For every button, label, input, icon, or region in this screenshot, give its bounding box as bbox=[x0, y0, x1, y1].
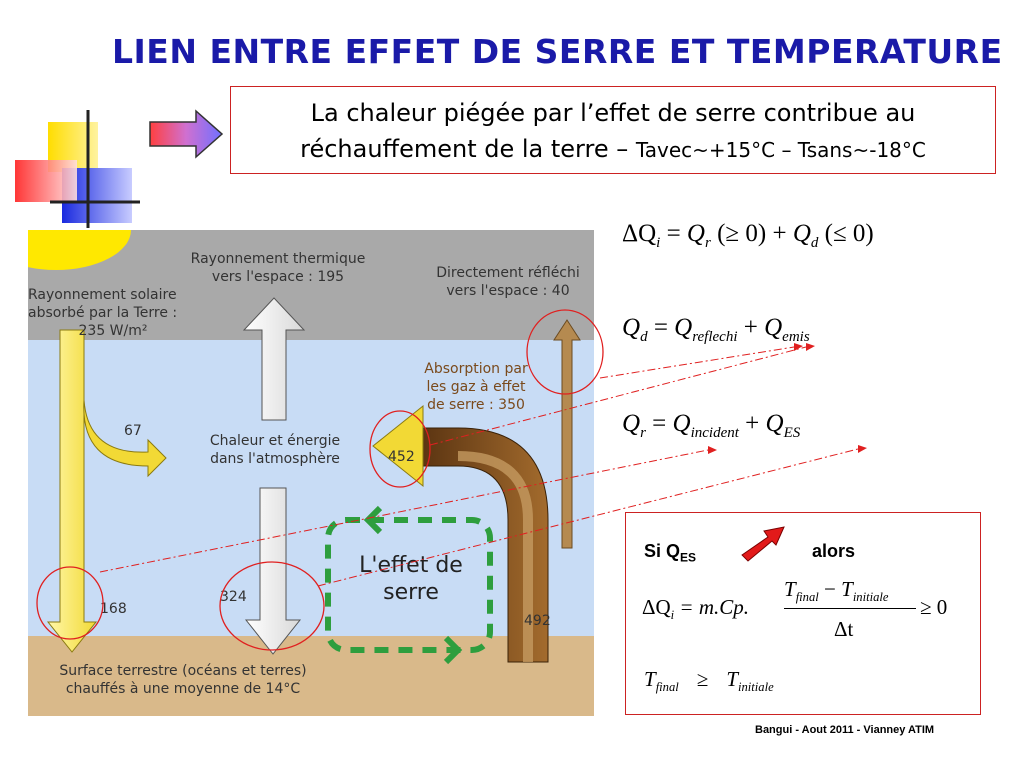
inequality-temperature: Tfinal≥Tinitiale bbox=[644, 667, 774, 695]
callout-box: La chaleur piégée par l’effet de serre c… bbox=[230, 86, 996, 174]
equation-qr: Qr = Qincident + QES bbox=[622, 410, 801, 441]
equation-delta-q: ΔQi = Qr (≥ 0) + Qd (≤ 0) bbox=[622, 220, 874, 251]
value-492: 492 bbox=[524, 613, 551, 629]
fraction-bar bbox=[784, 608, 916, 609]
decorative-squares bbox=[15, 110, 140, 228]
callout-line-2: réchauffement de la terre – Tavec~+15°C … bbox=[231, 131, 995, 168]
formula-ge-zero: ≥ 0 bbox=[920, 595, 948, 619]
formula-numerator: Tfinal − Tinitiale bbox=[784, 577, 889, 605]
condition-label: Si QES bbox=[644, 541, 697, 565]
formula-denominator: Δt bbox=[834, 617, 854, 641]
label-surface: Surface terrestre (océans et terres)chau… bbox=[59, 663, 307, 697]
callout-temperatures: Tavec~+15°C – Tsans~-18°C bbox=[635, 138, 926, 162]
equation-qd: Qd = Qreflechi + Qemis bbox=[622, 314, 810, 345]
page-title: LIEN ENTRE EFFET DE SERRE ET TEMPERATURE bbox=[112, 32, 1003, 71]
then-label: alors bbox=[812, 541, 856, 561]
condition-box: Si QES alors ΔQi = m.Cp. Tfinal − Tiniti… bbox=[625, 512, 981, 715]
value-452: 452 bbox=[388, 449, 415, 465]
callout-line-2-main: réchauffement de la terre – bbox=[300, 135, 636, 163]
formula-delta-q: ΔQi = m.Cp. bbox=[642, 595, 750, 623]
footer-credit: Bangui - Aout 2011 - Vianney ATIM bbox=[755, 724, 935, 736]
arrow-right-icon bbox=[149, 109, 224, 159]
callout-line-1: La chaleur piégée par l’effet de serre c… bbox=[310, 99, 916, 127]
value-67: 67 bbox=[124, 423, 142, 439]
value-324: 324 bbox=[220, 589, 247, 605]
value-168: 168 bbox=[100, 601, 127, 617]
arrow-up-right-icon bbox=[741, 526, 785, 562]
